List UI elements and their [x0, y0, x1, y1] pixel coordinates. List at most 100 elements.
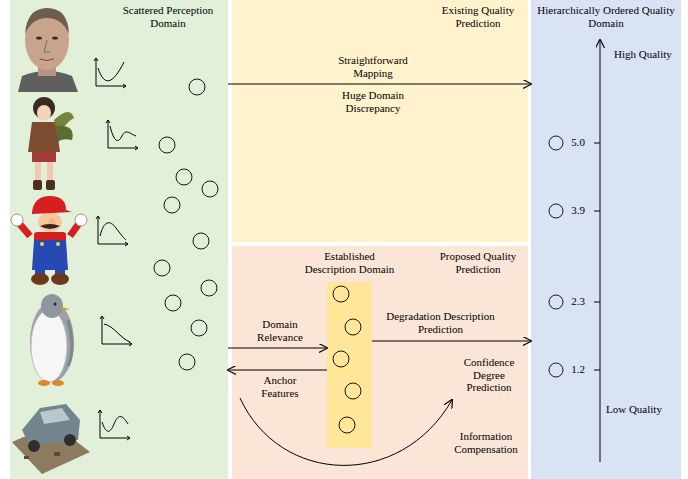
axis-end-label: Low Quality [606, 403, 670, 416]
face-shape [37, 105, 51, 121]
score-curve-plot [94, 58, 126, 88]
score-curve-plot [100, 316, 132, 346]
plot-axes [96, 216, 128, 246]
glove-shape [75, 214, 87, 226]
hair-shape [25, 8, 69, 34]
feature-dot [179, 354, 195, 370]
glove-shape [11, 214, 23, 226]
wing-shape [68, 320, 72, 366]
quality-dot [549, 363, 563, 377]
description-anchor-dots [333, 286, 361, 433]
shorts-shape [32, 152, 56, 162]
eye-shape [36, 36, 42, 39]
anchor-dot [345, 319, 361, 335]
boot-shape [33, 180, 42, 190]
shoe-shape [31, 273, 49, 285]
panel-title: Scattered Perception Domain [122, 4, 214, 29]
jacket-shape [28, 122, 60, 152]
leg-shape [35, 268, 45, 276]
portrait-image [18, 8, 78, 92]
feature-dot [193, 233, 209, 249]
plot-axes [106, 120, 138, 150]
description-domain-box: Established Description Domain [327, 282, 372, 448]
anchor-dot [345, 383, 361, 399]
eye-shape [54, 303, 57, 306]
arm-shape [70, 222, 80, 236]
quality-dot [549, 136, 563, 150]
mustache-shape [40, 224, 60, 229]
quality-axis [600, 40, 601, 462]
plant-leaf [56, 126, 73, 142]
axis-tick [594, 302, 600, 303]
plot-curve [98, 62, 124, 81]
axis-tick [594, 143, 600, 144]
prediction-label: Confidence Degree Prediction [456, 356, 522, 394]
anchor-dot [339, 417, 355, 433]
eye-shape [52, 36, 58, 39]
axis-tick [594, 211, 600, 212]
leg-shape [35, 162, 41, 182]
feature-dot [201, 280, 217, 296]
arm-shape [18, 222, 30, 236]
neck-shape [38, 62, 56, 76]
wheel-shape [64, 434, 76, 446]
plot-axes [94, 58, 126, 88]
feature-dot [165, 295, 181, 311]
score-value: 5.0 [566, 136, 590, 149]
existing-prediction-panel: Existing Quality Prediction [232, 0, 528, 242]
score-curve-plot [106, 120, 138, 150]
plot-curve [100, 223, 126, 240]
quality-score-dots [549, 136, 563, 377]
nose-shape [49, 219, 56, 226]
connector-arrow [228, 84, 531, 85]
axis-tick [594, 370, 600, 371]
leg-shape [55, 268, 65, 276]
plot-curve [102, 417, 128, 432]
debris-shape [24, 456, 29, 459]
scattered-feature-dots [154, 79, 218, 370]
head-shape [41, 294, 63, 318]
wheel-shape [28, 440, 40, 452]
feature-dot [176, 169, 192, 185]
head-shape [25, 10, 69, 70]
edge-label: Degradation Description Prediction [378, 310, 503, 335]
score-value: 1.2 [566, 363, 590, 376]
quality-dot [549, 295, 563, 309]
ground-shape [12, 424, 90, 474]
axis-ticks [594, 143, 600, 370]
feature-dot [191, 320, 207, 336]
plot-curve [110, 126, 136, 141]
boot-shape [46, 180, 55, 190]
connector-arrow [372, 341, 531, 342]
back-shape [30, 302, 74, 382]
window-shape [40, 408, 70, 424]
plot-curve [104, 324, 130, 342]
hair-shape [33, 97, 55, 119]
face-shape [38, 212, 62, 232]
edge-note: Huge Domain Discrepancy [331, 89, 415, 114]
panel-title: Existing Quality Prediction [436, 4, 520, 29]
feature-dot [202, 181, 218, 197]
plot-axes [98, 410, 130, 440]
plant-leaf [54, 112, 74, 136]
mario-image [11, 196, 87, 285]
score-value: 3.9 [566, 204, 590, 217]
score-curve-plot [98, 410, 130, 440]
belly-shape [31, 310, 67, 382]
debris-shape [54, 452, 60, 456]
score-value: 2.3 [566, 295, 590, 308]
button-shape [40, 242, 44, 246]
compensation-curve-arrow [240, 398, 452, 465]
anchor-dot [333, 351, 349, 367]
penguin-image [30, 294, 74, 386]
axis-end-label: High Quality [614, 48, 678, 61]
vehicle-body [22, 404, 80, 446]
foot-shape [52, 380, 64, 386]
shirt-shape [18, 71, 78, 92]
shirt-shape [34, 232, 66, 244]
perception-domain-panel: Scattered Perception Domain [10, 0, 228, 479]
edge-label: Straightforward Mapping [331, 54, 415, 79]
panel-title: Proposed Quality Prediction [436, 250, 520, 275]
